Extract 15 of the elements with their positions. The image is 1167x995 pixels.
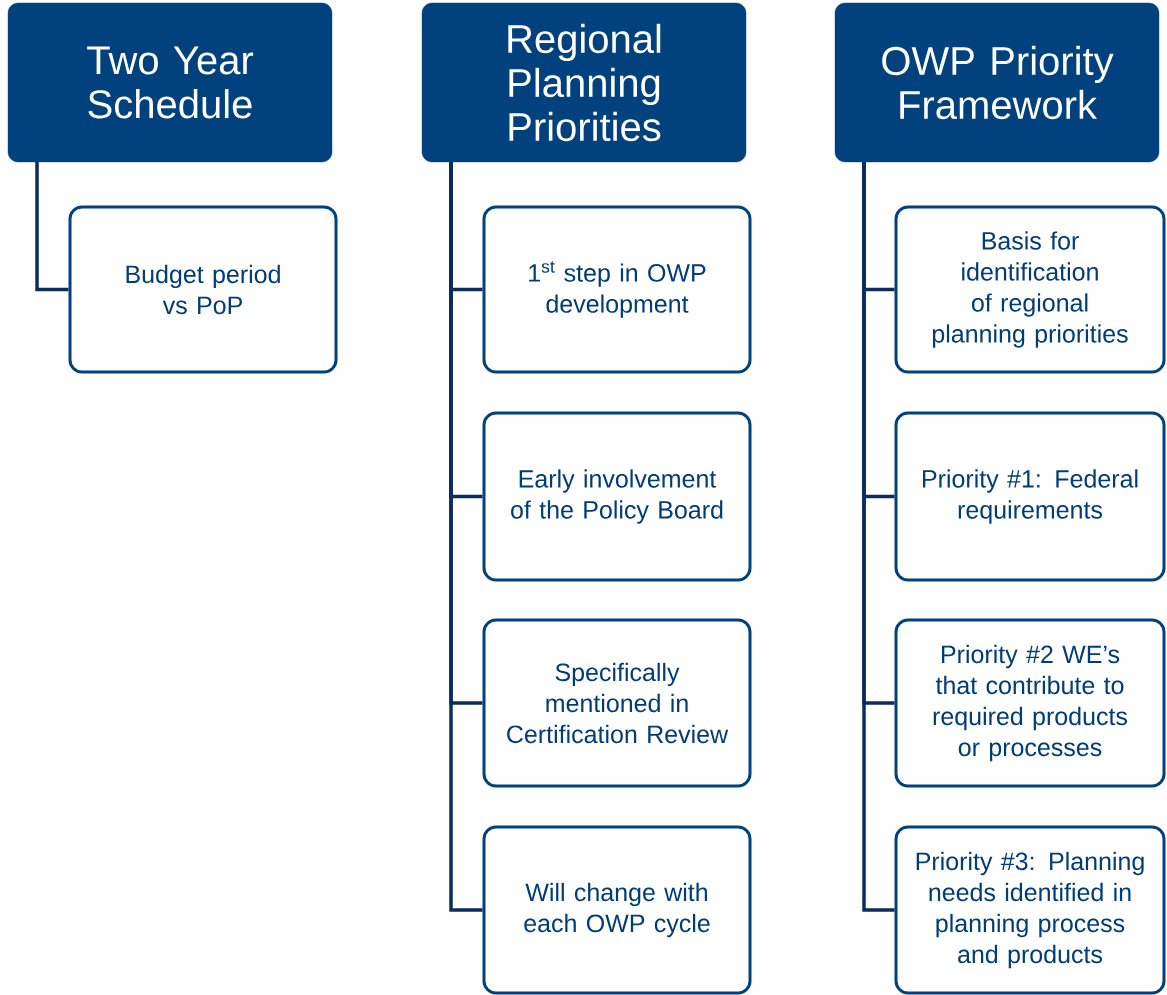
text-box: Early involvement of the Policy Board	[482, 411, 752, 582]
text-box: Priority #1: Federal requirements	[894, 411, 1166, 582]
header-box: Regional Planning Priorities	[421, 2, 747, 163]
header-box: OWP Priority Framework	[834, 2, 1160, 163]
connector-line	[862, 162, 895, 912]
text-box: Priority #2 WE’s that contribute to required products or processes	[894, 618, 1166, 788]
connector-line	[449, 162, 483, 912]
text-box: Specifically mentioned in Certification Review	[482, 618, 752, 788]
text-box: 1$^{st}$ step in OWP development	[482, 205, 752, 374]
text-box: Will change with each OWP cycle	[482, 825, 752, 995]
text-box: Priority #3: Planning needs identified in planning process and products	[894, 825, 1166, 995]
connector-line	[35, 162, 69, 292]
header-box: Two Year Schedule	[7, 2, 333, 163]
text-box: Basis for identification of regional planning priorities	[894, 205, 1166, 374]
text-box: Budget period vs PoP	[68, 205, 338, 374]
